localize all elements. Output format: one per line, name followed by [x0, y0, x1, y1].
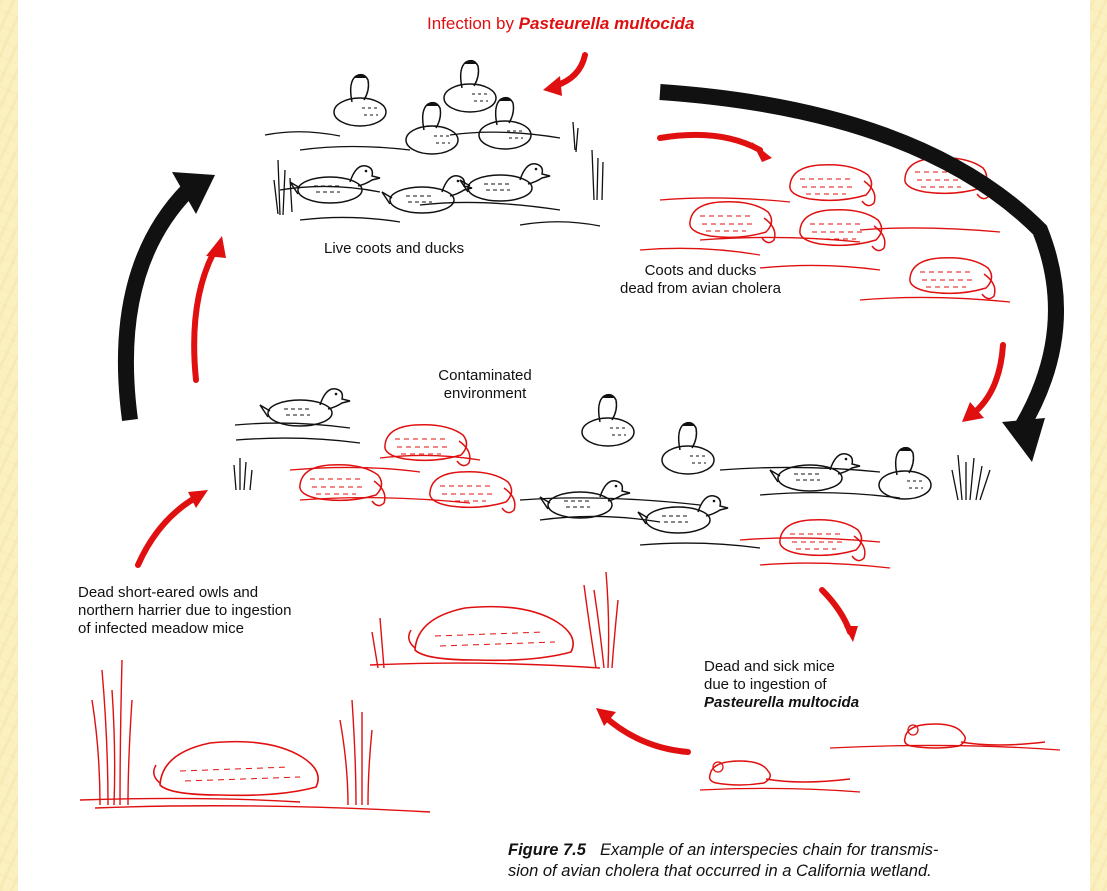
- red-arrowhead-live-to-dead: [752, 142, 772, 162]
- contaminated-environment-scene: [234, 389, 990, 568]
- label-mice-line2: due to ingestion of: [704, 676, 859, 694]
- figure-caption: Figure 7.5 Example of an interspecies cha…: [508, 840, 1068, 882]
- label-mice-line3: Pasteurella multocida: [704, 694, 859, 712]
- label-env-line2: environment: [425, 385, 545, 403]
- label-owls-line2: northern harrier due to ingestion: [78, 602, 291, 620]
- red-arrow-env-to-mice: [822, 590, 850, 632]
- red-arrow-env-to-live: [194, 250, 215, 380]
- red-arrowhead-env-to-mice: [844, 626, 858, 642]
- label-dead-birds-line1: Coots and ducks: [620, 262, 781, 280]
- infection-organism: Pasteurella multocida: [519, 14, 695, 33]
- label-owls-line1: Dead short-eared owls and: [78, 584, 291, 602]
- label-mice-line1: Dead and sick mice: [704, 658, 859, 676]
- dead-harrier-scene: [80, 660, 430, 812]
- red-arrowhead-infection: [543, 76, 562, 96]
- red-arrow-owl-to-env: [138, 498, 195, 565]
- red-arrowhead-env-to-live: [206, 236, 226, 258]
- caption-line1: Figure 7.5 Example of an interspecies cha…: [508, 840, 1068, 861]
- label-dead-birds: Coots and ducks dead from avian cholera: [620, 262, 781, 298]
- infection-title-prefix: Infection by: [427, 14, 519, 33]
- red-arrow-dead-to-env: [975, 345, 1003, 412]
- label-dead-birds-line2: dead from avian cholera: [620, 280, 781, 298]
- red-arrow-mice-to-owl: [604, 716, 688, 752]
- dead-owl-scene: [370, 572, 618, 668]
- infection-title: Infection by Pasteurella multocida: [427, 15, 694, 33]
- label-dead-owls: Dead short-eared owls and northern harri…: [78, 584, 291, 638]
- dead-mice-scene: [700, 724, 1060, 792]
- label-live-birds: Live coots and ducks: [324, 240, 464, 258]
- caption-text-2: sion of avian cholera that occurred in a…: [508, 861, 1068, 882]
- label-env-line1: Contaminated: [425, 367, 545, 385]
- caption-text-1: Example of an interspecies chain for tra…: [600, 841, 938, 859]
- label-dead-mice: Dead and sick mice due to ingestion of P…: [704, 658, 859, 712]
- red-arrow-live-to-dead: [660, 135, 760, 150]
- caption-figure-number: Figure 7.5: [508, 841, 586, 859]
- label-owls-line3: of infected meadow mice: [78, 620, 291, 638]
- label-contaminated-environment: Contaminated environment: [425, 367, 545, 403]
